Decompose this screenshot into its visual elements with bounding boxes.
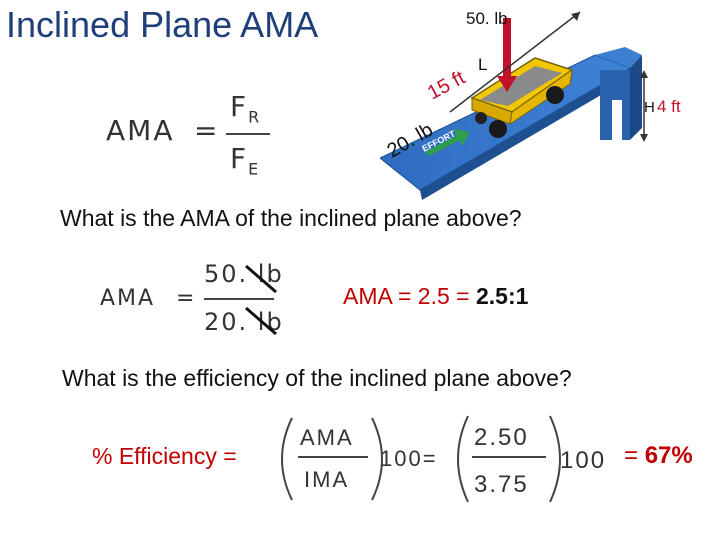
length-label: 15 ft [424,67,469,105]
ama-calc-numerator: 50. lb [204,260,284,288]
page-title: Inclined Plane AMA [6,4,319,45]
ama-answer-prefix: AMA = 2.5 = [343,283,476,309]
ama-calc-fraction-bar [204,298,274,300]
efficiency-hundred-2: 100 [560,447,606,474]
height-h-label: H [644,99,655,116]
ama-formula-equals: = [194,114,220,147]
efficiency-frac2-numerator: 2.50 [474,424,529,451]
load-label: 50. lb [466,9,508,28]
efficiency-frac2-denominator: 3.75 [474,471,529,498]
effort-arrow [425,129,470,156]
cart [470,57,574,138]
load-arrow-head [497,76,517,92]
ama-calc-denominator: 20. lb [204,308,284,336]
cancel-strikes [245,264,277,336]
efficiency-hundred-1: 100= [380,446,438,471]
support-front [630,55,642,140]
ama-formula-fraction-bar [226,133,270,135]
ama-answer: AMA = 2.5 = 2.5:1 [343,283,528,310]
efficiency-result-value: 67% [644,442,693,469]
length-dimension-line [449,11,581,113]
ama-calc-equals: = [176,286,197,311]
ramp-edge [420,68,630,200]
ama-calc-lhs: AMA [100,286,156,311]
support-top [595,47,642,68]
question-efficiency: What is the efficiency of the inclined p… [62,365,572,391]
efficiency-frac1-denominator: IMA [304,467,349,492]
efficiency-result-prefix: = [624,442,645,469]
height-label: 4 ft [657,97,681,116]
ama-formula-lhs: AMA [106,114,175,147]
ama-calculation: AMA = 50. lb 20. lb [100,258,290,338]
ama-formula: AMA = FR FE [100,90,280,182]
efficiency-label: % Efficiency = [92,443,237,469]
efficiency-frac1-numerator: AMA [300,425,354,450]
length-l-label: L [478,55,487,74]
ama-formula-denominator: FE [230,142,261,179]
efficiency-result: = 67% [624,442,693,470]
inclined-plane-diagram: 50. lb L 15 ft EFFORT 20. lb H 4 ft [380,9,681,200]
support-notch [612,100,622,140]
efficiency-calculation: AMA IMA 100= 2.50 3.75 100 [281,415,606,503]
ama-formula-numerator: FR [230,90,262,127]
ama-answer-value: 2.5:1 [475,283,529,309]
question-ama: What is the AMA of the inclined plane ab… [60,205,522,231]
load-arrow-shaft [503,18,511,78]
